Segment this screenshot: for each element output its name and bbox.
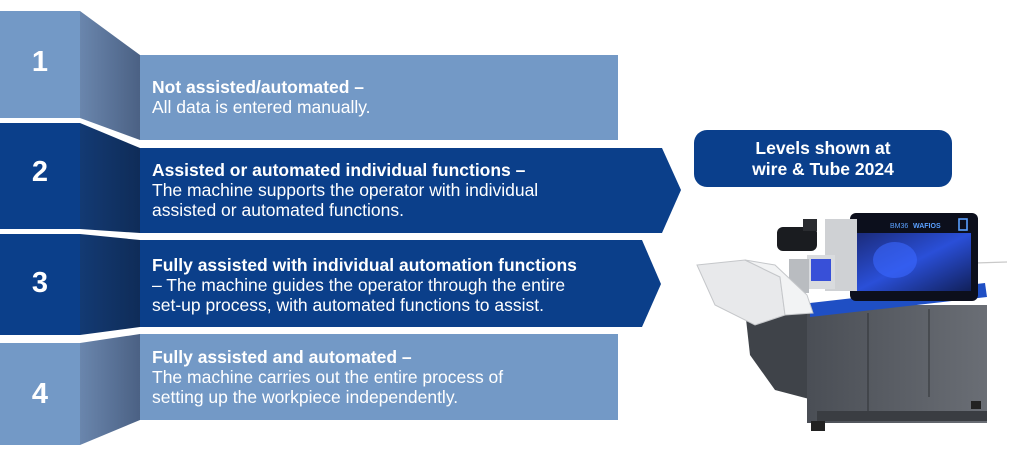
machine-brand-label: WAFIOS [913, 223, 941, 230]
machine-model-label: BM36 [890, 223, 908, 230]
level-3-line-2: set-up process, with automated functions… [152, 295, 544, 315]
level-4-title: Fully assisted and automated – [152, 347, 412, 367]
level-3-line-1: – The machine guides the operator throug… [152, 275, 566, 295]
level-2-shape [0, 123, 681, 233]
badge-line-2: wire & Tube 2024 [752, 158, 894, 179]
level-3-number: 3 [31, 267, 49, 299]
wire-bending-machine-image: BM36 WAFIOS [696, 213, 1008, 431]
level-4-number: 4 [31, 378, 49, 410]
level-4-shape [0, 334, 618, 445]
level-staircase-graphic [0, 11, 681, 445]
level-2-line-2: assisted or automated functions. [152, 200, 404, 220]
level-2-description: Assisted or automated individual functio… [152, 160, 538, 220]
level-1-title: Not assisted/automated – [152, 77, 364, 97]
level-2-line-1: The machine supports the operator with i… [152, 180, 539, 200]
level-2-title: Assisted or automated individual functio… [152, 160, 526, 180]
badge-line-1: Levels shown at [755, 137, 891, 158]
level-2-number: 2 [31, 156, 49, 188]
level-3-shape [0, 234, 661, 335]
level-4-description: Fully assisted and automated – The machi… [152, 347, 503, 407]
level-1-number: 1 [31, 46, 49, 78]
level-3-description: Fully assisted with individual automatio… [152, 255, 577, 315]
level-4-line-1: The machine carries out the entire proce… [152, 367, 504, 387]
level-1-description: Not assisted/automated – All data is ent… [152, 77, 371, 117]
level-3-title: Fully assisted with individual automatio… [152, 255, 577, 275]
level-1-line-1: All data is entered manually. [152, 97, 371, 117]
level-1-shape [0, 11, 618, 140]
trade-show-badge: Levels shown at wire & Tube 2024 [694, 130, 952, 187]
level-4-line-2: setting up the workpiece independently. [152, 387, 459, 407]
